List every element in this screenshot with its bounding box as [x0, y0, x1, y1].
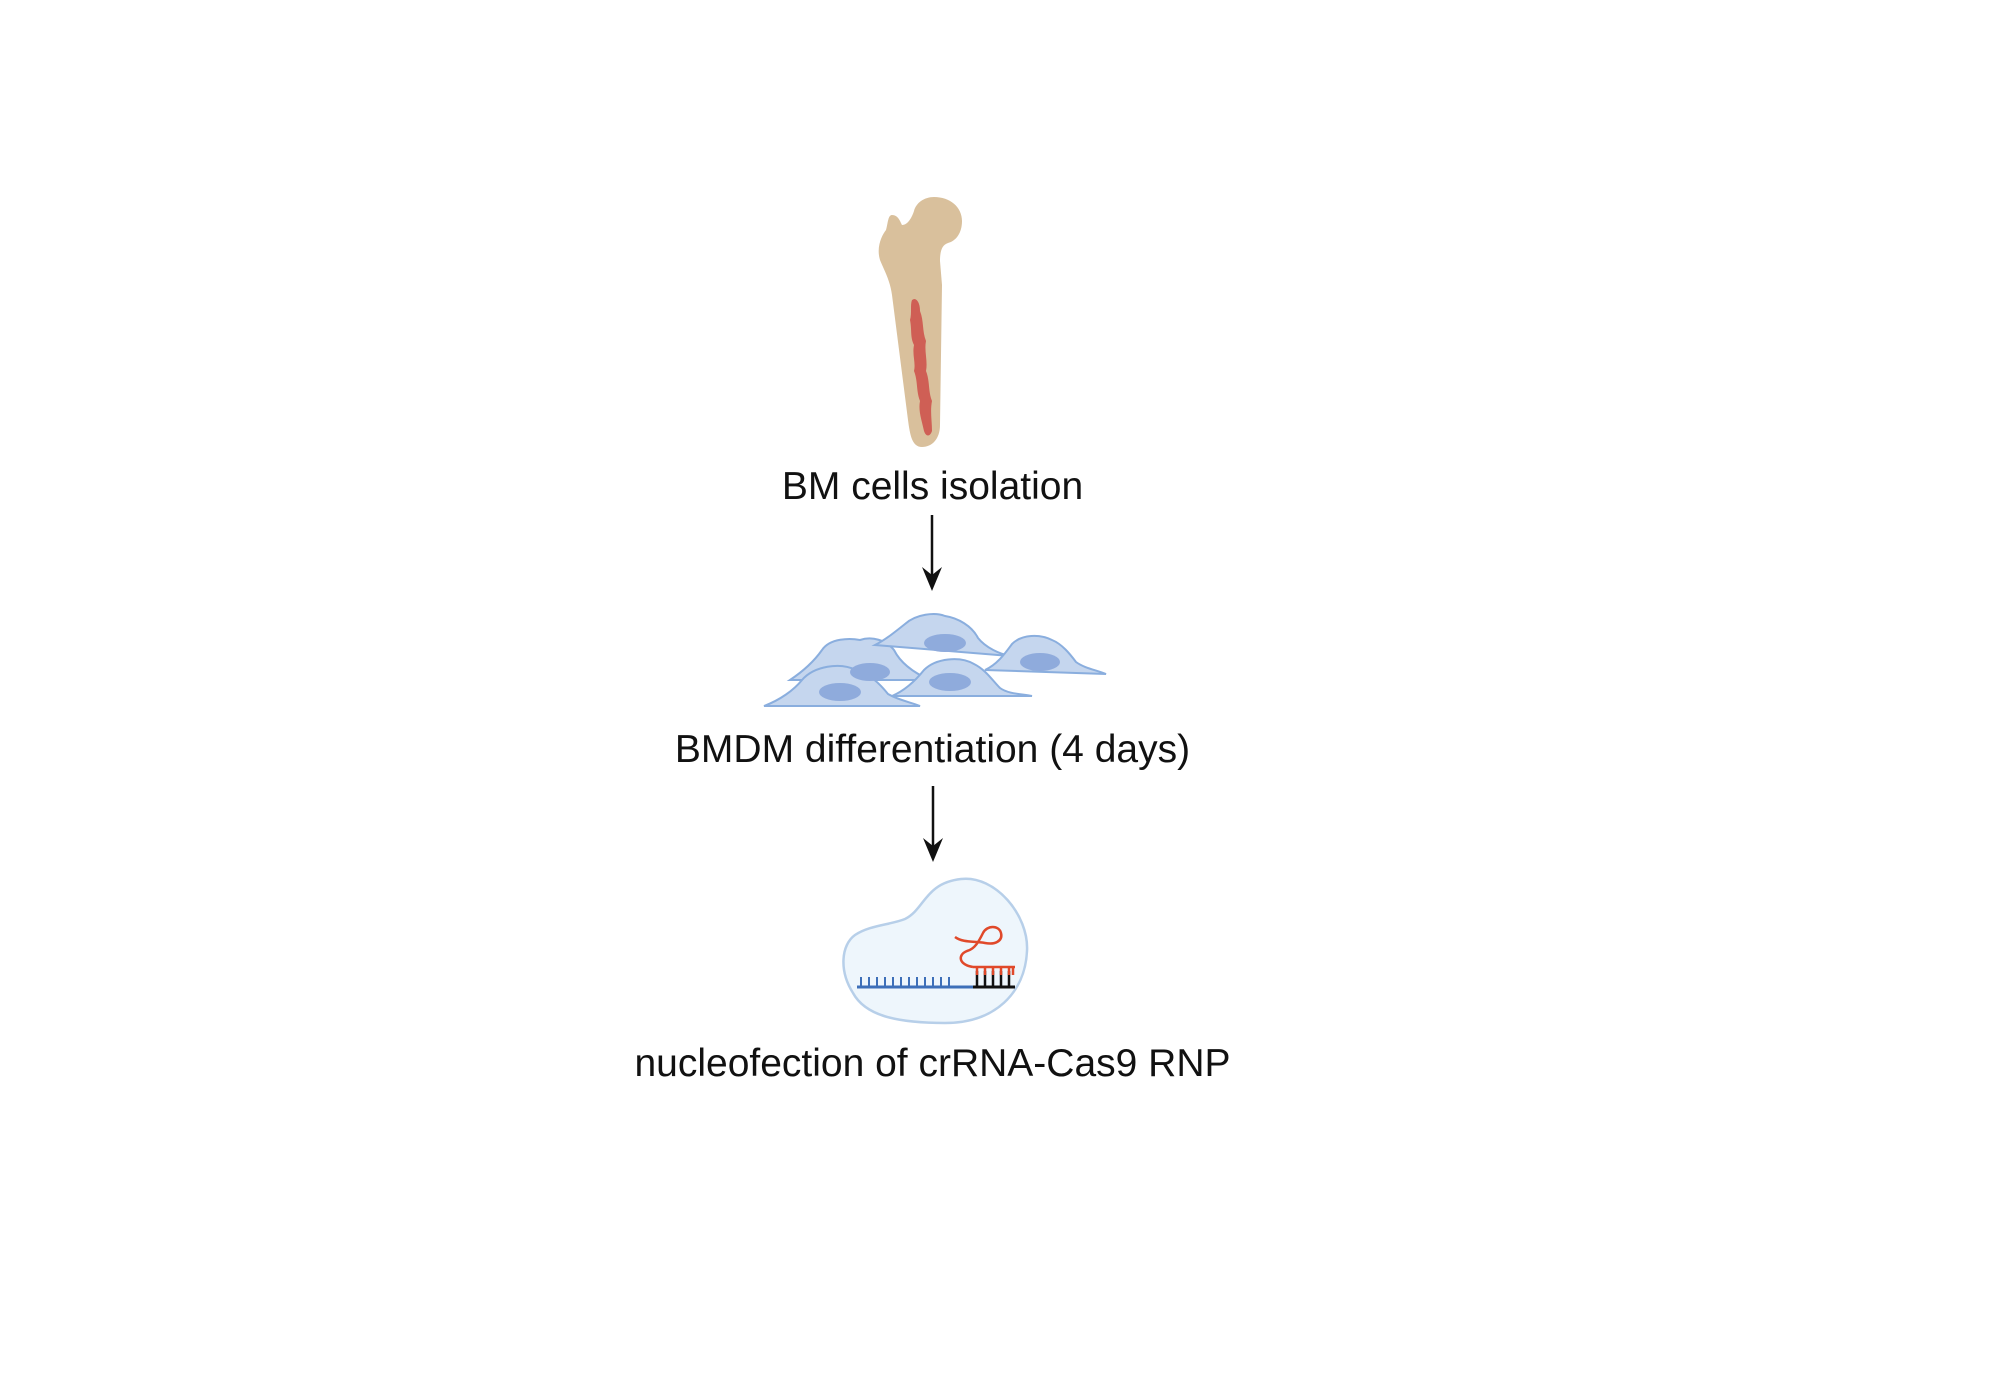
down-arrow-icon [922, 515, 942, 591]
femur-bone-icon [878, 197, 962, 447]
step-label-bmdm-differentiation: BMDM differentiation (4 days) [674, 728, 1191, 771]
crispr-rnp-cell-icon [842, 877, 1029, 1025]
step-label-bm-isolation: BM cells isolation [781, 465, 1084, 508]
down-arrow-icon [923, 786, 943, 862]
step-label-nucleofection: nucleofection of crRNA-Cas9 RNP [634, 1042, 1231, 1085]
macrophage-cells-icon [763, 613, 1107, 707]
